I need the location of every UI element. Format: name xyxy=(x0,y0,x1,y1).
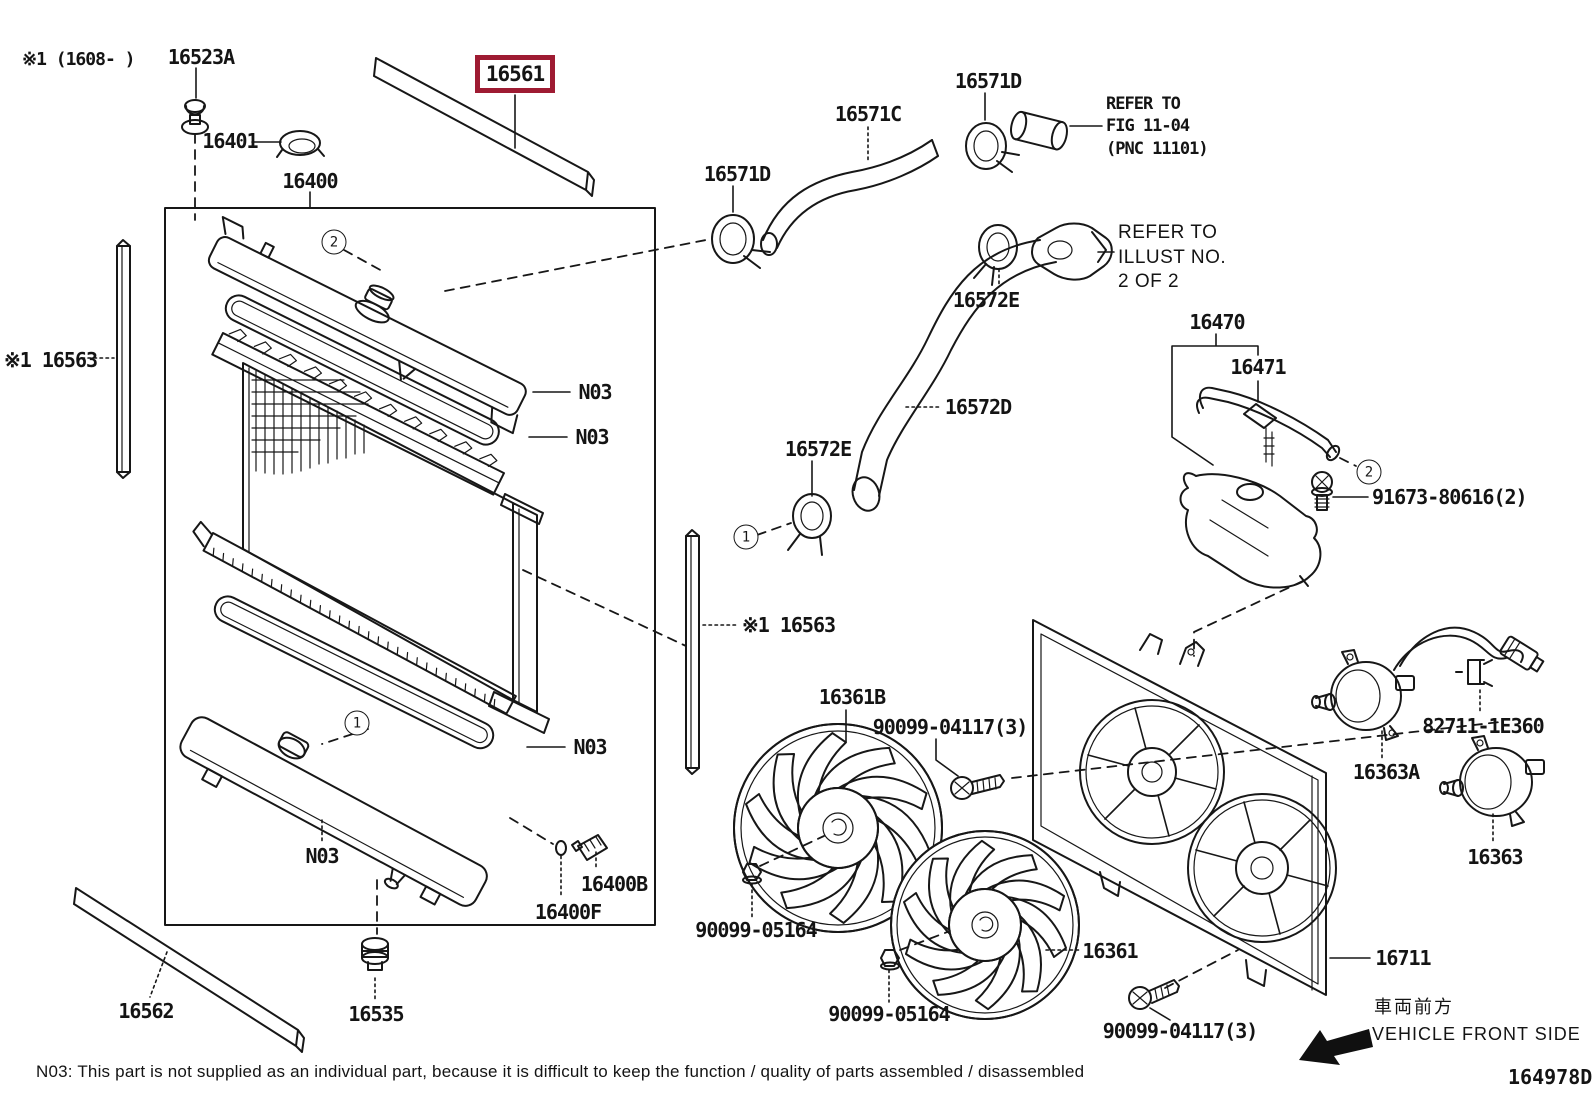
part-label-16363[interactable]: 16363 xyxy=(1467,845,1523,869)
part-label-90099-04117-bottom[interactable]: 90099-04117(3) xyxy=(1102,1019,1259,1043)
clamp-16572E-lower-icon[interactable] xyxy=(787,493,832,556)
strip-16563-left[interactable] xyxy=(116,239,131,479)
callout-circle-1: 1 xyxy=(733,524,759,550)
drain-plug-16535-icon xyxy=(361,937,389,971)
part-label-16572E-lower[interactable]: 16572E xyxy=(784,437,852,461)
part-label-16401[interactable]: 16401 xyxy=(202,129,258,153)
part-label-16400[interactable]: 16400 xyxy=(282,169,338,193)
assembly-box-16400 xyxy=(164,191,656,926)
part-label-16562[interactable]: 16562 xyxy=(118,999,174,1023)
part-label-16572E-upper[interactable]: 16572E xyxy=(952,288,1020,312)
footnote-n03: N03: This part is not supplied as an ind… xyxy=(36,1062,1085,1081)
drawing-code: 164978D xyxy=(1508,1065,1592,1089)
fan-shroud-16711[interactable] xyxy=(1032,619,1337,996)
strip-16561[interactable] xyxy=(373,57,595,197)
label-leader-lines xyxy=(81,67,1494,1021)
screw-90099-04117-top-icon[interactable] xyxy=(950,774,1005,800)
motor-wire-art xyxy=(1393,626,1545,673)
callout-circle-2: 2 xyxy=(1356,459,1382,485)
part-label-82711-1E360[interactable]: 82711-1E360 xyxy=(1422,714,1544,738)
part-label-16571D-left[interactable]: 16571D xyxy=(703,162,771,186)
hose-16572D[interactable] xyxy=(848,239,1057,514)
n03-label-2: N03 xyxy=(575,425,609,449)
part-label-90099-05164-b[interactable]: 90099-05164 xyxy=(828,1002,950,1026)
n03-label-1: N03 xyxy=(578,380,612,404)
clamp-16572E-upper-icon[interactable] xyxy=(973,224,1018,286)
clamp-16571D-left-icon[interactable] xyxy=(711,214,771,269)
part-label-16572D[interactable]: 16572D xyxy=(944,395,1012,419)
part-label-90099-05164-a[interactable]: 90099-05164 xyxy=(695,918,817,942)
fan-16361[interactable] xyxy=(890,830,1080,1020)
oring-16400F-icon xyxy=(555,840,567,856)
n03-label-3: N03 xyxy=(573,735,607,759)
vehicle-front-jp: 車両前方 xyxy=(1374,997,1454,1017)
radiator-cap-16401-icon xyxy=(276,130,325,158)
highlighted-part-16561[interactable]: 16561 xyxy=(475,55,555,93)
callout-circle-2: 2 xyxy=(321,229,347,255)
radiator-art xyxy=(179,216,550,907)
part-label-16470[interactable]: 16470 xyxy=(1189,310,1245,334)
motor-16363[interactable] xyxy=(1439,735,1545,827)
reservoir-16470-art xyxy=(1171,333,1341,589)
clip-82711-icon[interactable] xyxy=(1455,659,1493,687)
part-label-16571C[interactable]: 16571C xyxy=(834,102,902,126)
part-label-16563-left[interactable]: ※1 16563 xyxy=(4,348,98,372)
part-label-16523A[interactable]: 16523A xyxy=(167,45,235,69)
screw-90099-04117-bottom-icon[interactable] xyxy=(1128,979,1180,1010)
part-label-16471[interactable]: 16471 xyxy=(1230,355,1286,379)
strip-16562[interactable] xyxy=(73,887,305,1053)
bolt-91673-icon[interactable] xyxy=(1311,471,1333,511)
clamp-16571D-right-icon[interactable] xyxy=(965,122,1020,173)
motor-16363A[interactable] xyxy=(1311,649,1415,741)
thermostat-housing-icon xyxy=(1031,222,1113,281)
part-label-16361[interactable]: 16361 xyxy=(1082,939,1138,963)
sensor-16400B-icon xyxy=(571,834,608,861)
part-label-16563-mid[interactable]: ※1 16563 xyxy=(742,613,836,637)
vehicle-front-arrow xyxy=(1299,1029,1373,1065)
part-label-16571D-right[interactable]: 16571D xyxy=(954,69,1022,93)
part-label-16400B[interactable]: 16400B xyxy=(580,872,648,896)
part-label-16400F[interactable]: 16400F xyxy=(534,900,602,924)
strip-16563-mid[interactable] xyxy=(685,529,700,775)
callout-circle-1: 1 xyxy=(344,710,370,736)
part-label-90099-04117-top[interactable]: 90099-04117(3) xyxy=(872,715,1029,739)
part-label-91673-80616[interactable]: 91673-80616(2) xyxy=(1372,485,1528,509)
note-applicability: ※1 (1608- ) xyxy=(22,49,135,70)
part-label-16361B[interactable]: 16361B xyxy=(818,685,886,709)
ref-fig-11-04: REFER TO FIG 11-04 (PNC 11101) xyxy=(1106,94,1209,159)
part-label-16711[interactable]: 16711 xyxy=(1375,946,1431,970)
ref-illust-no-2: REFER TO ILLUST NO. 2 OF 2 xyxy=(1118,222,1227,293)
nut-90099-05164-b-icon[interactable] xyxy=(880,949,900,971)
fan-16361B[interactable] xyxy=(733,723,943,933)
vehicle-front-en: VEHICLE FRONT SIDE xyxy=(1372,1024,1581,1044)
assembly-dash-lines xyxy=(194,133,1501,989)
water-inlet-pipe-icon xyxy=(1010,110,1068,151)
hose-16571C[interactable] xyxy=(760,139,939,256)
n03-label-4: N03 xyxy=(305,844,339,868)
part-label-16535[interactable]: 16535 xyxy=(348,1002,404,1026)
part-label-16363A[interactable]: 16363A xyxy=(1352,760,1420,784)
